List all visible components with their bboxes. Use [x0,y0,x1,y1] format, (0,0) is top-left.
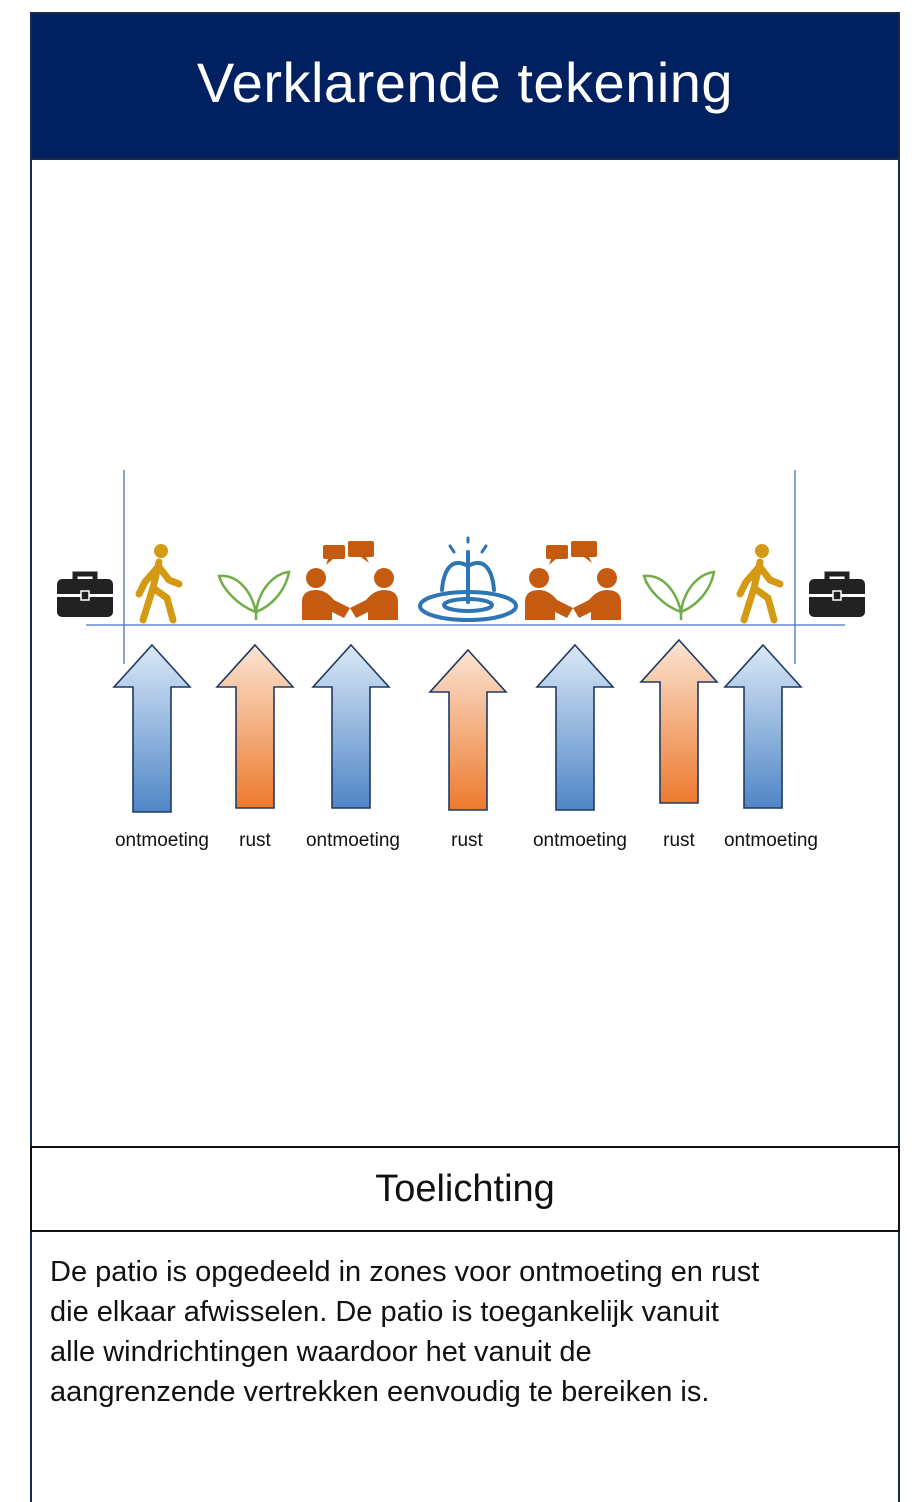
description-line: aangrenzende vertrekken eenvoudig te ber… [50,1376,710,1408]
rust-arrow [639,638,719,804]
ontmoeting-arrow [311,643,391,809]
briefcase-icon [57,571,113,617]
zone-label-rust: rust [663,830,695,851]
ontmoeting-arrow [535,643,615,811]
zone-label-ontmoeting: ontmoeting [114,830,210,851]
description-text: De patio is opgedeeld in zones voor ontm… [50,1252,900,1412]
description-line: De patio is opgedeeld in zones voor ontm… [50,1256,760,1288]
zone-arrows [112,638,803,813]
patio-boundary-lines [86,470,845,664]
zone-label-ontmoeting: ontmoeting [723,830,819,851]
zone-label-rust: rust [239,830,271,851]
section-title: Toelichting [375,1167,555,1210]
description-line: alle windrichtingen waardoor het vanuit … [50,1336,592,1368]
rust-arrow [428,648,508,811]
section-header: Toelichting [30,1146,900,1232]
briefcase-icon [809,571,865,617]
zone-icons [57,536,865,624]
leaf-icon [642,570,716,620]
title-bar: Verklarende tekening [30,12,900,160]
zone-label-rust: rust [451,830,483,851]
walking-person-icon [135,544,183,624]
ontmoeting-arrow [723,643,803,809]
meeting-people-icon [302,541,398,620]
meeting-people-icon [525,541,621,620]
fountain-icon [418,536,518,622]
rust-arrow [215,643,295,809]
zone-label-ontmoeting: ontmoeting [305,830,401,851]
description-line: die elkaar afwisselen. De patio is toega… [50,1296,719,1328]
page-title: Verklarende tekening [196,50,734,114]
zone-label-ontmoeting: ontmoeting [532,830,628,851]
ontmoeting-arrow [112,643,192,813]
walking-person-icon [736,544,784,624]
leaf-icon [217,570,291,620]
